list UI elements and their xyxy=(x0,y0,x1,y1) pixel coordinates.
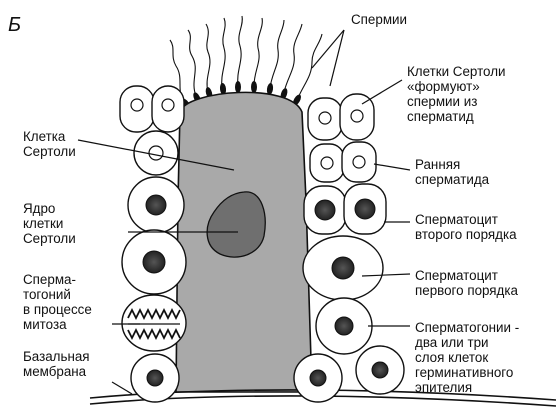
label-spermatozoa: Спермии xyxy=(351,12,407,27)
panel-letter: Б xyxy=(8,14,21,37)
label-sertoli-cell: Клетка Сертоли xyxy=(23,129,76,159)
label-spermatogonia: Сперматогонии - два или три слоя клеток … xyxy=(415,320,519,395)
label-primary-spermatocyte: Сперматоцит первого порядка xyxy=(415,268,518,298)
label-sertoli-shape-spermatids: Клетки Сертоли «формуют» спермии из спер… xyxy=(407,64,506,124)
label-sertoli-nucleus: Ядро клетки Сертоли xyxy=(23,201,76,246)
label-spermatogonium-mitosis: Сперма- тогоний в процессе митоза xyxy=(23,272,92,332)
left-mitotic-spermatogonium xyxy=(122,295,186,351)
label-secondary-spermatocyte: Сперматоцит второго порядка xyxy=(415,212,517,242)
right-germ-cells xyxy=(294,94,404,402)
sperm-tails xyxy=(170,16,322,102)
label-early-spermatid: Ранняя сперматида xyxy=(415,157,489,187)
label-basement-membrane: Базальная мембрана xyxy=(23,349,90,379)
